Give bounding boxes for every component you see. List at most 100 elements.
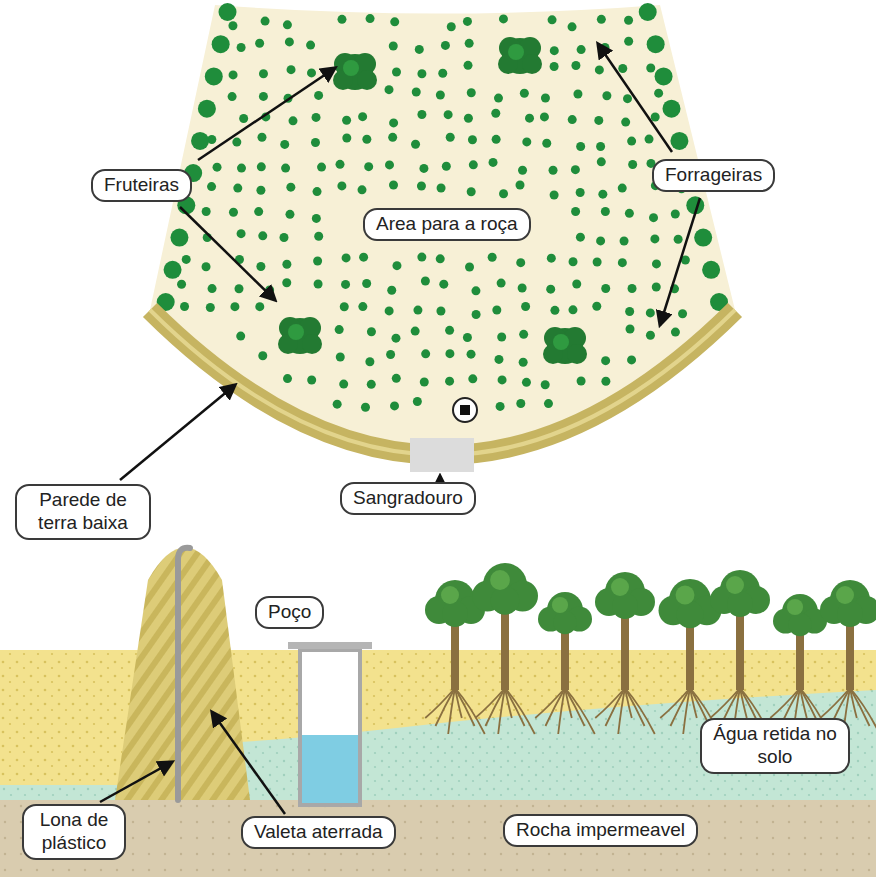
plant-dot [522, 137, 531, 146]
plant-dot [182, 255, 191, 264]
plant-dot [652, 282, 661, 291]
plant-dot [647, 35, 665, 53]
plant-dot [571, 165, 580, 174]
plant-dot [442, 162, 451, 171]
label-box: Parede de terra baixa [15, 484, 151, 540]
label-text: Parede de terra baixa [28, 489, 138, 535]
plant-dot [447, 22, 456, 31]
plant-dot [366, 14, 375, 23]
label-box: Valeta aterrada [241, 816, 396, 849]
plant-dot [620, 236, 629, 245]
impermeable-rock [0, 800, 876, 877]
plant-dot [413, 397, 422, 406]
plant-dot [317, 163, 326, 172]
plant-dot [577, 45, 586, 54]
plant-dot [205, 67, 223, 85]
plant-dot [342, 253, 351, 262]
plastic-sheet [178, 548, 190, 800]
plant-dot [497, 333, 506, 342]
plant-dot [365, 357, 374, 366]
plant-dot [568, 115, 577, 124]
plant-dot [577, 377, 586, 386]
plant-dot [342, 116, 351, 125]
plant-dot [624, 16, 633, 25]
plant-dot [388, 133, 397, 142]
plant-dot [445, 326, 454, 335]
tree [710, 570, 770, 734]
plant-dot [569, 257, 578, 266]
plant-dot [258, 351, 267, 360]
plant-dot [314, 279, 323, 288]
plant-dot [361, 403, 370, 412]
plant-dot [596, 236, 605, 245]
plant-dot [287, 65, 296, 74]
tree [820, 580, 876, 734]
plant-dot [358, 302, 367, 311]
plant-dot [336, 353, 345, 362]
plant-dot [525, 114, 534, 123]
label-text: Lona de plástico [35, 809, 113, 855]
plant-dot [465, 39, 474, 48]
plant-dot [654, 89, 663, 98]
plant-dot [207, 182, 216, 191]
plant-dot [499, 14, 508, 23]
plant-dot [314, 91, 323, 100]
plant-dot [445, 349, 454, 358]
plant-dot [436, 307, 445, 316]
plant-dot [286, 183, 295, 192]
plant-dot [594, 116, 603, 125]
label-box: Poço [255, 596, 324, 629]
plant-dot [362, 135, 371, 144]
plant-dot [358, 112, 367, 121]
field-area [150, 5, 735, 455]
plant-dot [595, 65, 604, 74]
label-box: Água retida no solo [700, 718, 850, 774]
plant-dot [576, 142, 585, 151]
plant-dot [541, 380, 550, 389]
plant-dot [389, 181, 398, 190]
plant-dot [670, 132, 688, 150]
label-text: Forrageiras [665, 164, 762, 187]
plant-dot [467, 187, 476, 196]
plant-dot [233, 184, 242, 193]
earth-wall [150, 310, 735, 455]
plant-dot [618, 184, 627, 193]
plant-dot [387, 286, 396, 295]
plant-dot [650, 234, 659, 243]
earth-wall-section [115, 548, 250, 801]
plant-dot [307, 68, 316, 77]
plant-dot [256, 186, 265, 195]
plant-dot [516, 399, 525, 408]
plant-dot [601, 356, 610, 365]
plant-dot [437, 184, 446, 193]
plant-dot [391, 334, 400, 343]
plant-dot [389, 118, 398, 127]
plant-dot [520, 89, 529, 98]
plant-dot [464, 61, 473, 70]
plant-dot [492, 135, 501, 144]
plant-dot [164, 261, 182, 279]
plant-dot [261, 17, 270, 26]
plant-dot [549, 166, 558, 175]
tree [472, 563, 538, 734]
plant-dot [646, 63, 655, 72]
label-text: Poço [268, 601, 311, 624]
label-text: Area para a roça [376, 213, 518, 236]
plant-dot [674, 235, 683, 244]
tree [770, 594, 830, 734]
plant-dot [498, 375, 507, 384]
plant-dot [202, 262, 211, 271]
label-box: Sangradouro [340, 482, 476, 515]
plant-dot [341, 280, 350, 289]
plant-dot [337, 181, 346, 190]
trees [425, 563, 876, 734]
plant-dot [358, 185, 367, 194]
plant-dot [170, 229, 188, 247]
plant-dot [362, 279, 371, 288]
plant-dot [336, 160, 345, 169]
plant-dot [213, 163, 222, 172]
plant-dot [312, 113, 321, 122]
plant-dot [364, 162, 373, 171]
plant-dot [385, 160, 394, 169]
